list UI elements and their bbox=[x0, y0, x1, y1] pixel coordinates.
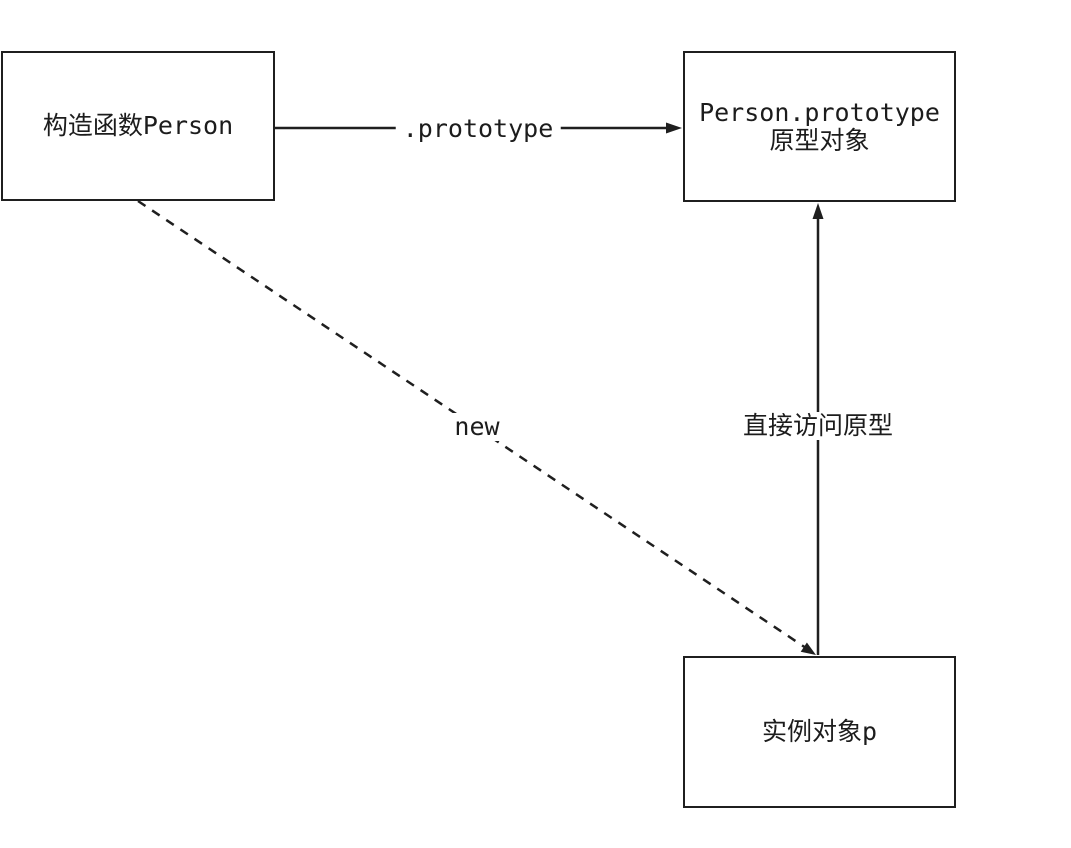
new-edge-line bbox=[137, 199, 807, 650]
direct-edge-label: 直接访问原型 bbox=[735, 412, 901, 440]
new-edge-arrowhead bbox=[800, 642, 816, 655]
prototype-node-label-line1: Person.prototype bbox=[699, 97, 940, 127]
prototype-edge-label: .prototype bbox=[395, 115, 561, 143]
prototype-node: Person.prototype 原型对象 bbox=[683, 51, 956, 202]
prototype-node-label-line2: 原型对象 bbox=[769, 125, 870, 155]
direct-edge-arrowhead bbox=[812, 203, 824, 219]
constructor-node: 构造函数Person bbox=[1, 51, 275, 201]
new-edge-label: new bbox=[447, 413, 507, 441]
prototype-edge-arrowhead bbox=[666, 122, 682, 134]
instance-node-label: 实例对象p bbox=[761, 717, 878, 746]
instance-node: 实例对象p bbox=[683, 656, 956, 808]
constructor-node-label: 构造函数Person bbox=[42, 111, 234, 140]
